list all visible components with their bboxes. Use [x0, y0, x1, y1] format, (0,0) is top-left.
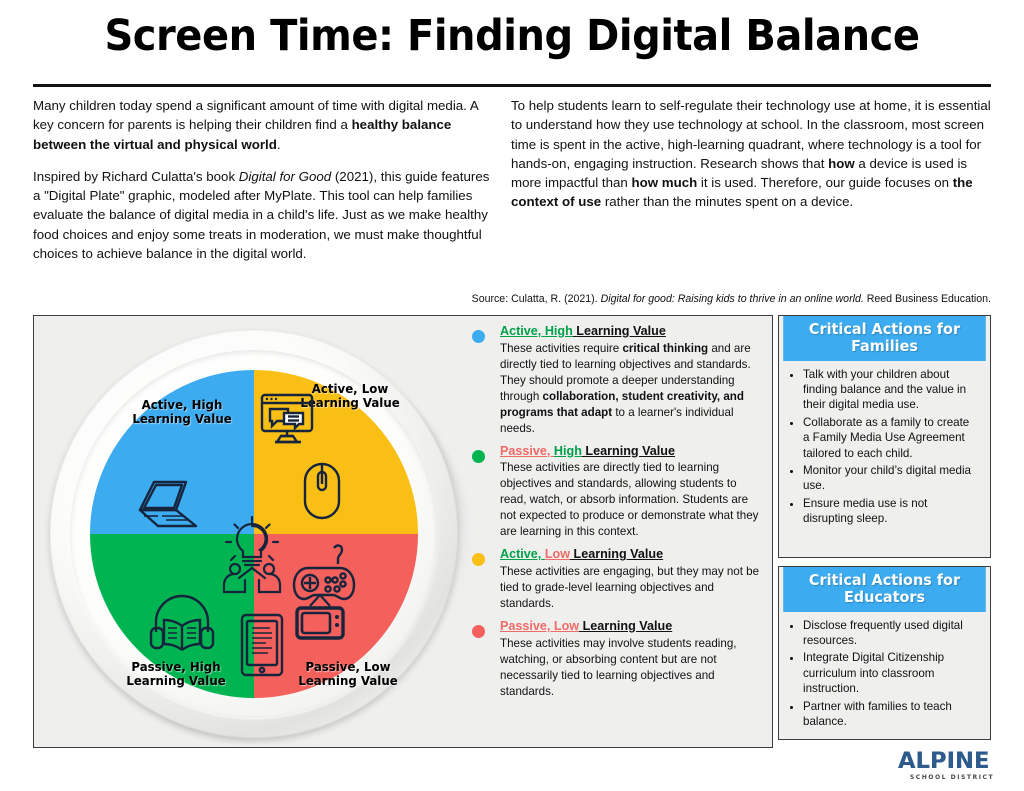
intro-left-paragraph-1: Many children today spend a significant …	[33, 98, 478, 152]
headphones-book-icon	[148, 592, 216, 654]
intro-column-left: Many children today spend a significant …	[33, 96, 495, 276]
card-body-educators: Disclose frequently used digital resourc…	[779, 612, 990, 740]
description-active-low: Active, Low Learning Value These activit…	[468, 547, 766, 612]
monitor-chat-icon	[257, 392, 319, 448]
bullet-dot-active-high	[472, 330, 485, 343]
bullet-dot-passive-low	[472, 624, 485, 638]
quadrant-descriptions: Active, High Learning Value These activi…	[466, 324, 766, 742]
description-body-passive-high: These activities are directly tied to le…	[500, 461, 759, 539]
bullet-dot-active-low	[472, 553, 485, 567]
card-title-educators: Critical Actions for Educators	[783, 567, 986, 612]
quadrant-label-active-high: Active, High Learning Value	[132, 397, 232, 427]
description-body-active-high: These activities require critical thinki…	[500, 341, 751, 435]
list-item: Talk with your children about finding ba…	[803, 367, 978, 413]
logo-subtitle: SCHOOL DISTRICT	[909, 774, 995, 781]
card-critical-actions-families: Critical Actions for Families Talk with …	[778, 315, 991, 558]
list-item: Monitor your child’s digital media use.	[803, 463, 978, 494]
logo-wordmark: ALPINE	[898, 751, 1014, 773]
quadrant-label-active-low: Active, Low Learning Value	[300, 381, 400, 411]
card-title-families: Critical Actions for Families	[783, 316, 986, 361]
description-heading-active-high: Active, High Learning Value	[500, 324, 666, 338]
description-passive-low: Passive, Low Learning Value These activi…	[468, 619, 766, 700]
description-heading-passive-high: Passive, High Learning Value	[500, 443, 675, 458]
card-body-families: Talk with your children about finding ba…	[779, 361, 990, 537]
intro-right-paragraph-1: To help students learn to self-regulate …	[511, 98, 991, 210]
laptop-icon	[132, 476, 204, 536]
plate: Active, High Learning Value Active, Low …	[50, 330, 470, 747]
description-heading-active-low: Active, Low Learning Value	[500, 547, 664, 562]
digital-plate-graphic: Active, High Learning Value Active, Low …	[36, 322, 470, 747]
quadrant-label-passive-low: Passive, Low Learning Value	[298, 659, 398, 689]
critical-actions-sidebar: Critical Actions for Families Talk with …	[778, 315, 991, 748]
television-icon	[292, 592, 348, 648]
card-critical-actions-educators: Critical Actions for Educators Disclose …	[778, 566, 991, 740]
quadrant-passive-high	[90, 534, 257, 698]
alpine-school-district-logo: ALPINE SCHOOL DISTRICT	[898, 751, 1011, 783]
bullet-dot-passive-high	[472, 449, 485, 463]
list-item: Disclose frequently used digital resourc…	[803, 618, 978, 649]
computer-mouse-icon	[300, 460, 344, 522]
source-citation: Source: Culatta, R. (2021). Digital for …	[471, 293, 991, 305]
title-divider	[33, 84, 991, 87]
description-heading-passive-low: Passive, Low Learning Value	[500, 618, 673, 633]
description-body-active-low: These activities are engaging, but they …	[500, 565, 760, 610]
page-title: Screen Time: Finding Digital Balance	[104, 11, 920, 61]
game-controller-icon	[290, 542, 358, 608]
quadrant-label-passive-high: Passive, High Learning Value	[126, 659, 226, 689]
intro-left-paragraph-2: Inspired by Richard Culatta's book Digit…	[33, 168, 490, 261]
intro-column-right: To help students learn to self-regulate …	[511, 96, 991, 225]
description-active-high: Active, High Learning Value These activi…	[468, 324, 766, 437]
digital-plate-panel: Active, High Learning Value Active, Low …	[33, 315, 773, 748]
list-item: Ensure media use is not disrupting sleep…	[803, 496, 978, 527]
list-item: Partner with families to teach balance.	[803, 699, 978, 730]
list-item: Integrate Digital Citizenship curriculum…	[803, 650, 978, 696]
lightbulb-collaboration-icon	[212, 516, 292, 594]
description-body-passive-low: These activities may involve students re…	[500, 636, 737, 698]
description-passive-high: Passive, High Learning Value These activ…	[468, 444, 766, 541]
tablet-icon	[238, 612, 286, 678]
list-item: Collaborate as a family to create a Fami…	[803, 415, 978, 461]
